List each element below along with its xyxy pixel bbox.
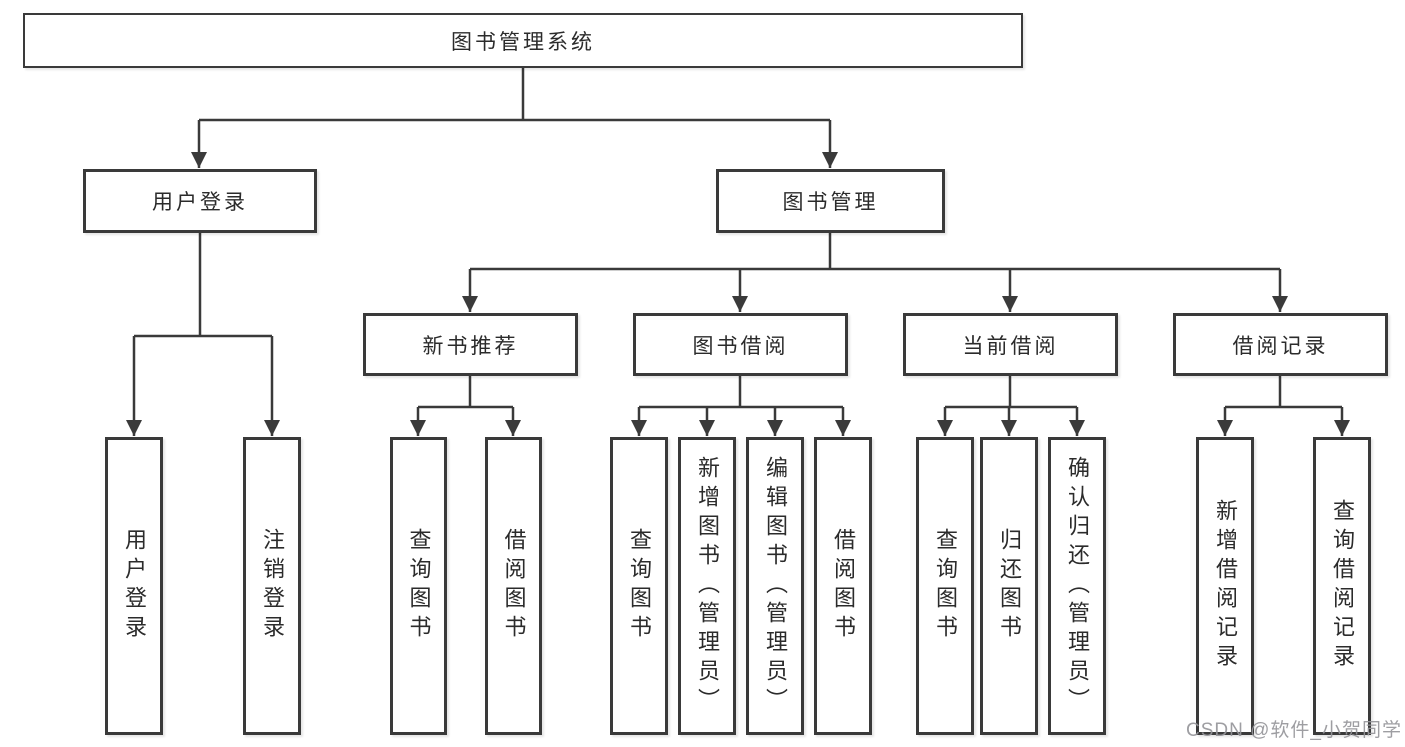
leaf-label: 查询图书 <box>933 528 958 644</box>
leaf-label: 新增图书（管理员） <box>695 455 720 717</box>
node-leaf-edit-books-admin: 编辑图书（管理员） <box>746 437 804 735</box>
node-leaf-logout: 注销登录 <box>243 437 301 735</box>
leaf-label: 查询图书 <box>406 528 432 644</box>
leaf-label: 用户登录 <box>122 528 147 644</box>
node-leaf-borrow-books-1: 借阅图书 <box>485 437 542 735</box>
leaf-label: 查询图书 <box>627 528 652 644</box>
leaf-label: 借阅图书 <box>831 528 856 644</box>
leaf-label: 确认归还（管理员） <box>1065 455 1090 717</box>
csdn-watermark: CSDN @软件_小贺同学 <box>1186 720 1402 741</box>
leaf-label: 归还图书 <box>997 528 1022 644</box>
node-leaf-query-books-3: 查询图书 <box>916 437 974 735</box>
node-new-book-recommend: 新书推荐 <box>363 313 578 376</box>
node-borrow-records: 借阅记录 <box>1173 313 1388 376</box>
node-leaf-query-books-2: 查询图书 <box>610 437 668 735</box>
node-leaf-confirm-return-admin: 确认归还（管理员） <box>1048 437 1106 735</box>
node-leaf-query-borrow-record: 查询借阅记录 <box>1313 437 1371 735</box>
connector-current-borrow-to-leaves <box>937 376 1085 436</box>
connector-book-borrow-to-leaves <box>631 376 851 436</box>
node-leaf-add-borrow-record: 新增借阅记录 <box>1196 437 1254 735</box>
node-book-management: 图书管理 <box>716 169 945 233</box>
node-leaf-query-books-1: 查询图书 <box>390 437 447 735</box>
connector-root-to-level2 <box>191 68 838 168</box>
leaf-label: 新增借阅记录 <box>1213 499 1238 673</box>
node-leaf-borrow-books-2: 借阅图书 <box>814 437 872 735</box>
leaf-label: 编辑图书（管理员） <box>763 455 788 717</box>
leaf-label: 借阅图书 <box>501 528 527 644</box>
leaf-label: 查询借阅记录 <box>1330 499 1355 673</box>
node-leaf-return-books: 归还图书 <box>980 437 1038 735</box>
node-current-borrow: 当前借阅 <box>903 313 1118 376</box>
node-root: 图书管理系统 <box>23 13 1023 68</box>
connector-book-management-to-level3 <box>462 233 1288 312</box>
node-leaf-add-books-admin: 新增图书（管理员） <box>678 437 736 735</box>
connector-new-book-recommend-to-leaves <box>410 376 521 436</box>
node-user-login: 用户登录 <box>83 169 317 233</box>
connector-user-login-to-leaves <box>126 233 280 436</box>
node-leaf-user-login: 用户登录 <box>105 437 163 735</box>
connector-borrow-records-to-leaves <box>1217 376 1350 436</box>
node-book-borrow: 图书借阅 <box>633 313 848 376</box>
leaf-label: 注销登录 <box>260 528 285 644</box>
